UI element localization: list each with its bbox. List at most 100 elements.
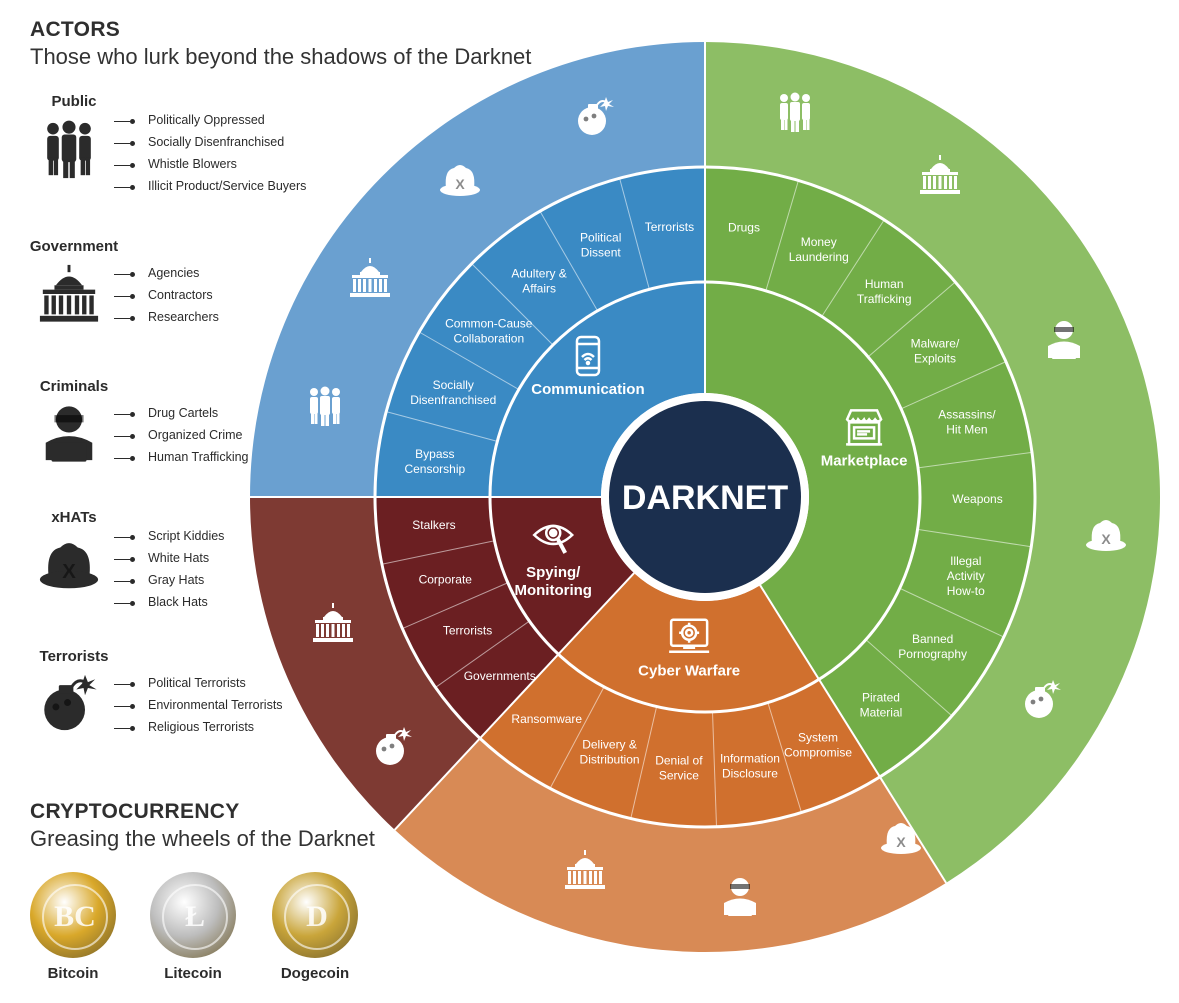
actor-list-item: Agencies — [112, 262, 219, 284]
communication-category-ring — [490, 282, 705, 497]
marketplace-category-ring — [705, 282, 920, 680]
item-divider — [765, 180, 799, 291]
eye-magnifier-icon — [532, 524, 575, 554]
actor-list-item: Whistle Blowers — [112, 153, 306, 175]
capitol-building-icon — [313, 603, 353, 642]
item-divider — [900, 361, 1007, 410]
capitol-building-icon — [920, 155, 960, 194]
actor-list-item: Socially Disenfranchised — [112, 131, 306, 153]
masked-criminal-icon — [1048, 321, 1080, 359]
cyber-warfare-outer-ring — [394, 738, 947, 953]
actor-list-item: Contractors — [112, 284, 219, 306]
actor-list-item: Gray Hats — [112, 569, 224, 591]
item-divider — [471, 263, 554, 346]
coin-symbol: Ł — [162, 884, 228, 950]
svg-text:X: X — [896, 834, 906, 850]
communication-item-label: Terrorists — [645, 220, 694, 234]
actor-list-item: White Hats — [112, 547, 224, 569]
capitol-building-icon — [565, 850, 605, 889]
item-divider — [712, 711, 718, 827]
cyber-warfare-item-label: Ransomware — [511, 712, 582, 726]
actors-subtitle: Those who lurk beyond the shadows of the… — [30, 44, 532, 69]
spying-monitoring-category-label: Spying/Monitoring — [514, 564, 591, 599]
item-divider — [630, 706, 658, 819]
item-divider — [899, 587, 1005, 638]
litecoin-label: Litecoin — [164, 965, 222, 982]
masked-criminal-icon — [34, 402, 114, 472]
center-label: DARKNET — [622, 479, 788, 517]
dogecoin-coin-icon: D — [272, 872, 358, 958]
actor-list-item: Environmental Terrorists — [112, 694, 283, 716]
sector-separator — [759, 584, 947, 884]
spying-monitoring-outer-ring — [250, 497, 480, 830]
actor-group-title: Government — [29, 238, 119, 255]
item-divider — [418, 331, 520, 390]
capitol-building-icon — [350, 258, 390, 297]
item-divider — [867, 281, 956, 358]
marketplace-outer-ring — [705, 42, 1161, 883]
item-divider — [865, 639, 953, 717]
spying-monitoring-item-label: Corporate — [419, 573, 473, 587]
smartphone-icon — [575, 335, 601, 377]
marketplace-category-label: Marketplace — [821, 452, 908, 469]
marketplace-item-label: Assassins/Hit Men — [938, 407, 996, 436]
cyber-warfare-items-ring — [479, 654, 880, 828]
spying-monitoring-items-ring — [375, 497, 559, 739]
actor-list-item: Black Hats — [112, 591, 224, 613]
actor-group-title: Public — [51, 93, 97, 110]
item-divider — [767, 702, 802, 813]
spying-monitoring-item-label: Stalkers — [412, 518, 455, 532]
actor-list-item: Religious Terrorists — [112, 716, 283, 738]
spying-monitoring-item-label: Terrorists — [443, 624, 492, 638]
actor-list-item: Illicit Product/Service Buyers — [112, 175, 306, 197]
actor-list-item: Drug Cartels — [112, 402, 249, 424]
svg-text:X: X — [1101, 531, 1111, 547]
item-divider — [619, 178, 650, 290]
storefront-icon — [845, 409, 883, 446]
bomb-icon — [578, 97, 614, 135]
dogecoin-label: Dogecoin — [280, 965, 350, 982]
marketplace-item-label: Malware/Exploits — [911, 336, 960, 365]
crypto-subtitle: Greasing the wheels of the Darknet — [30, 826, 375, 851]
coin-symbol: D — [284, 884, 350, 950]
communication-item-label: Adultery &Affairs — [511, 266, 566, 295]
actor-list-item: Politically Oppressed — [112, 109, 306, 131]
people-group-icon — [780, 92, 810, 132]
item-divider — [549, 686, 605, 789]
actor-list-item: Human Trafficking — [112, 446, 249, 468]
bitcoin-coin-icon: BC — [30, 872, 116, 958]
center-disc — [609, 401, 801, 593]
cyber-warfare-item-label: Delivery &Distribution — [580, 738, 640, 767]
item-divider — [435, 620, 530, 688]
hacker-hat-icon: X — [34, 533, 114, 603]
marketplace-items-ring — [705, 167, 1036, 777]
people-group-icon — [310, 386, 340, 426]
actor-list-item: Organized Crime — [112, 424, 249, 446]
hacker-hat-icon: X — [1086, 520, 1126, 551]
marketplace-item-label: Weapons — [952, 492, 1002, 506]
item-divider — [821, 219, 885, 317]
item-divider — [917, 451, 1033, 469]
actor-list-item: Researchers — [112, 306, 219, 328]
crypto-title: CRYPTOCURRENCY — [30, 800, 240, 823]
cyber-warfare-category-label: Cyber Warfare — [638, 663, 740, 680]
item-divider — [917, 528, 1032, 548]
actor-list-item: Political Terrorists — [112, 672, 283, 694]
actor-group-title: Criminals — [39, 378, 109, 395]
actor-group-title: xHATs — [51, 509, 97, 526]
